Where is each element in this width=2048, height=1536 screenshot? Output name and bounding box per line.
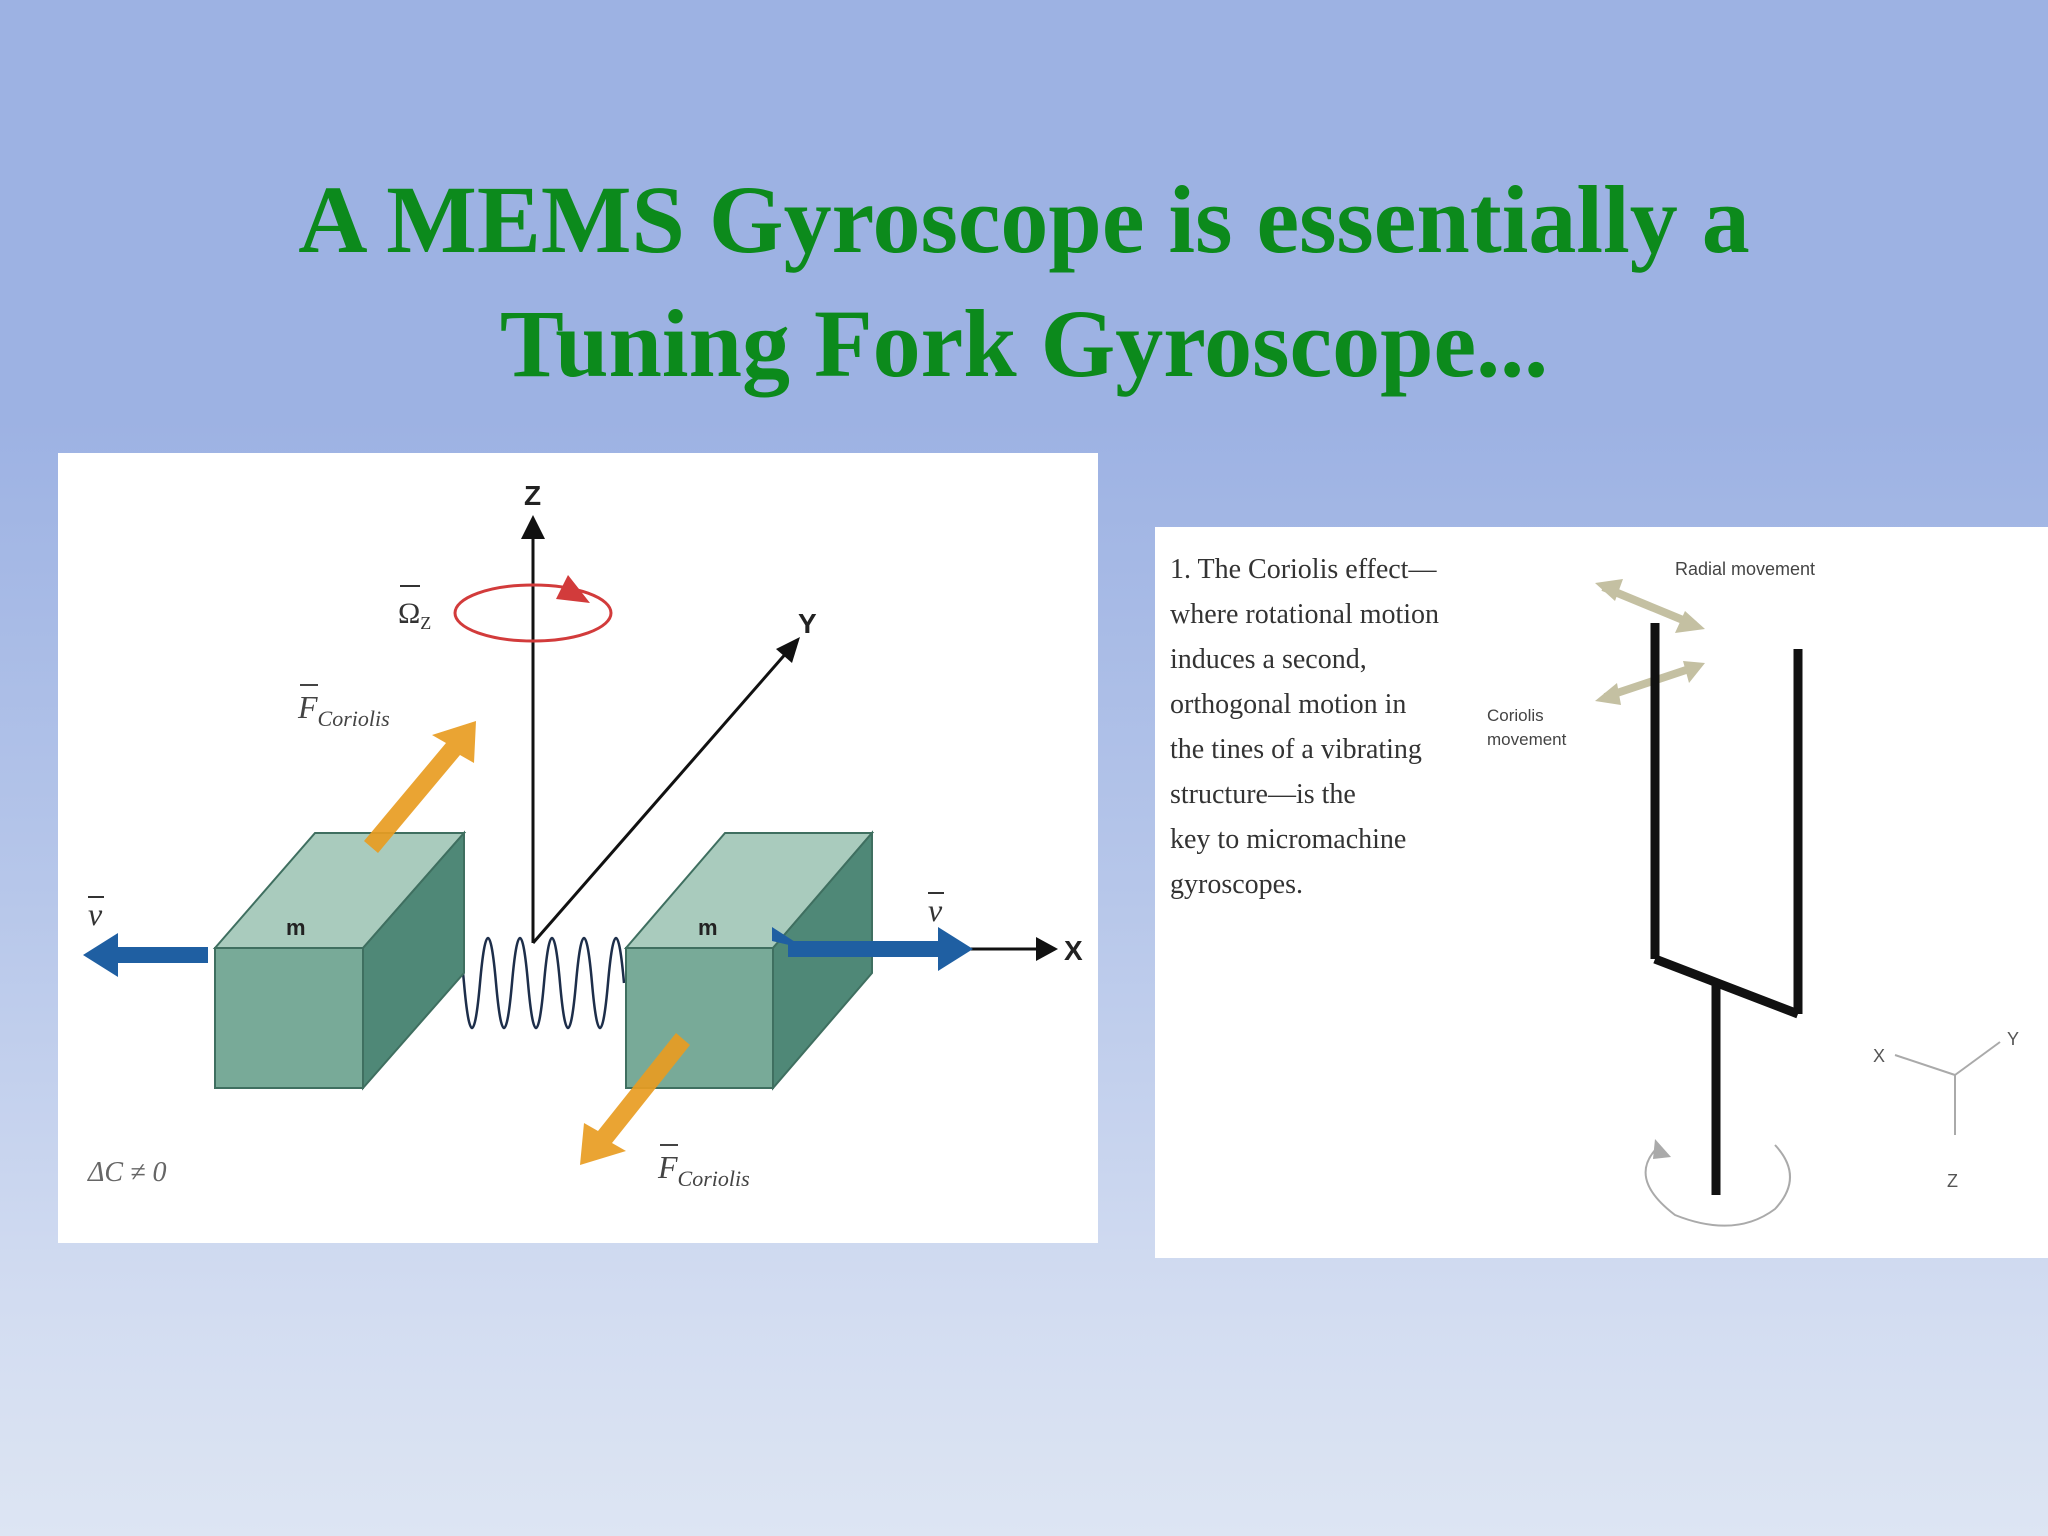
coriolis-caption: 1. The Coriolis effect— where rotational…: [1170, 547, 1470, 907]
caption-line-3: induces a second,: [1170, 644, 1367, 675]
tuning-fork: [1650, 623, 1803, 1195]
x-axis-arrowhead: [1036, 937, 1058, 961]
velocity-label-left: v: [88, 896, 103, 932]
caption-line-1: 1. The Coriolis effect—: [1170, 554, 1437, 585]
coriolis-tines-diagram: 1. The Coriolis effect— where rotational…: [1155, 527, 2048, 1258]
caption-line-2: where rotational motion: [1170, 599, 1440, 630]
right-mass-label: m: [698, 915, 718, 940]
y-axis-line: [531, 650, 790, 944]
velocity-arrow-left: [83, 933, 208, 977]
delta-c-label: ΔC ≠ 0: [87, 1157, 166, 1188]
xyz-triad: [1894, 1041, 2001, 1135]
y-axis-arrowhead: [776, 637, 800, 663]
caption-line-7: key to micromachine: [1170, 824, 1407, 855]
coriolis-label-top: FCoriolis: [297, 689, 390, 731]
radial-movement-arrow: [1595, 579, 1705, 633]
y-axis-label: Y: [798, 608, 817, 639]
stem-rotation-arrowhead: [1653, 1139, 1671, 1159]
triad-y-label: Y: [2007, 1029, 2019, 1049]
coriolis-top-subscript: Coriolis: [318, 706, 390, 731]
coriolis-movement-label-1: Coriolis: [1487, 706, 1544, 725]
triad-z-label: Z: [1947, 1171, 1958, 1191]
slide-title: A MEMS Gyroscope is essentially a Tuning…: [0, 158, 2048, 406]
spring-coil: [446, 936, 626, 1030]
caption-line-6: structure—is the: [1170, 779, 1356, 810]
coriolis-label-bottom: FCoriolis: [657, 1149, 750, 1191]
omega-label: ΩZ: [398, 597, 431, 633]
coriolis-arrow-top: [364, 721, 476, 853]
right-mass-block: m: [623, 830, 875, 1091]
omega-symbol: Ω: [398, 597, 420, 630]
tines-svg: Radial movement Coriolis movement: [1487, 559, 2019, 1227]
caption-line-4: orthogonal motion in: [1170, 689, 1407, 720]
z-axis-label: Z: [524, 480, 541, 511]
caption-line-8: gyroscopes.: [1170, 869, 1303, 900]
omega-subscript: Z: [420, 613, 431, 633]
left-mass-block: m: [212, 830, 467, 1091]
slide-title-line-2: Tuning Fork Gyroscope...: [499, 290, 1549, 397]
triad-x-label: X: [1873, 1046, 1885, 1066]
left-mass-label: m: [286, 915, 306, 940]
stem-rotation-arc: [1644, 1144, 1791, 1227]
coriolis-arrow-bottom: [580, 1033, 690, 1165]
fork-base: [1653, 954, 1800, 1019]
caption-line-5: the tines of a vibrating: [1170, 734, 1422, 765]
tuning-fork-gyro-svg: Z ΩZ Y X m m: [83, 480, 1083, 1191]
left-mass-front-face: [214, 947, 364, 1089]
right-mass-front-face: [625, 947, 774, 1089]
coriolis-movement-arrow: [1595, 661, 1705, 705]
velocity-arrow-right-shaft: [788, 927, 973, 971]
z-axis-arrowhead: [521, 515, 545, 539]
tuning-fork-gyro-diagram: Z ΩZ Y X m m: [58, 453, 1098, 1243]
coriolis-bottom-subscript: Coriolis: [678, 1166, 750, 1191]
coriolis-bottom-symbol: F: [657, 1149, 678, 1185]
coriolis-movement-label-2: movement: [1487, 730, 1567, 749]
coriolis-top-symbol: F: [297, 689, 318, 725]
rotation-arrowhead: [556, 575, 590, 603]
x-axis-label: X: [1064, 935, 1083, 966]
rotation-ellipse: [453, 583, 613, 643]
velocity-label-right: v: [928, 892, 943, 928]
slide-title-line-1: A MEMS Gyroscope is essentially a: [298, 166, 1750, 273]
radial-movement-label: Radial movement: [1675, 559, 1815, 579]
